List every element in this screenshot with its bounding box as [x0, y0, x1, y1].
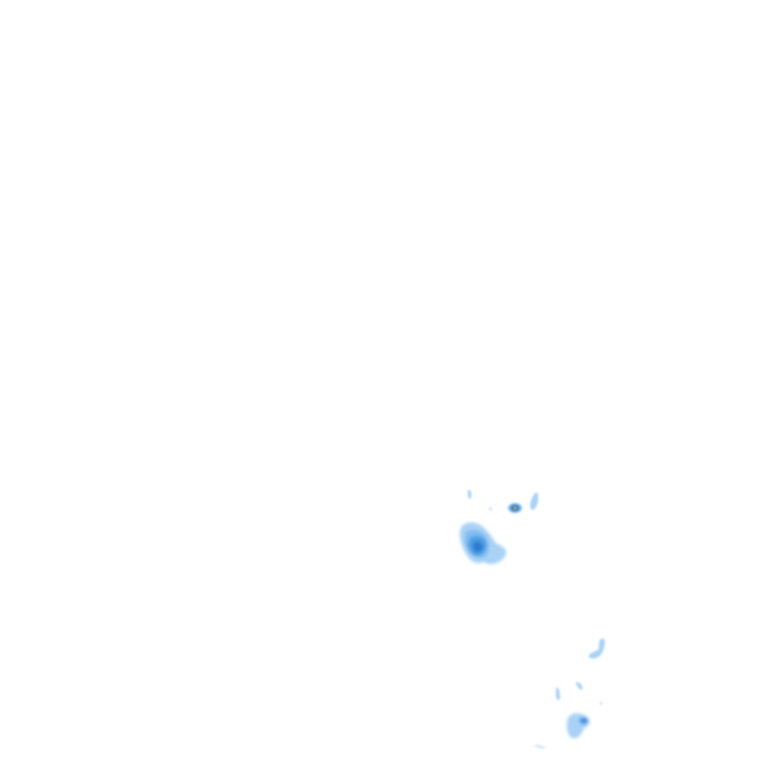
precip-fragments-upper [467, 489, 539, 511]
precip-cell-lower [566, 713, 590, 739]
precip-fragments-lower [534, 638, 605, 749]
precip-cell-main [459, 522, 507, 565]
precip-core-small [508, 503, 522, 513]
